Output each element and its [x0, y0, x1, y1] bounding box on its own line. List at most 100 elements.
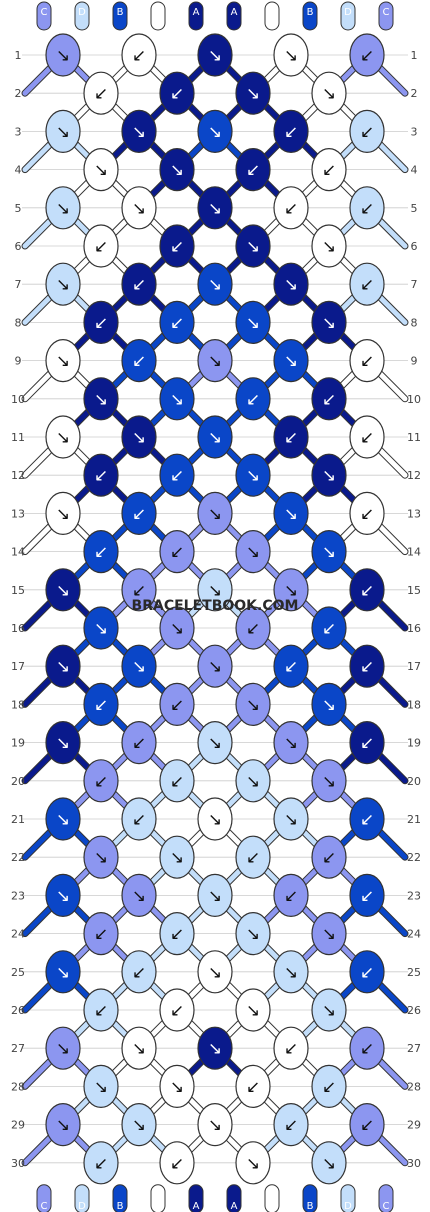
knot [159, 988, 195, 1032]
strand-label-bottom: E [269, 1201, 275, 1212]
knot [311, 148, 347, 192]
knot-direction-arrow: ↘ [208, 352, 222, 372]
row-label-right: 18 [407, 698, 421, 711]
knot-direction-arrow: ↙ [94, 925, 108, 945]
knot-direction-arrow: ↘ [208, 581, 222, 601]
knot-direction-arrow: ↙ [170, 237, 184, 257]
knot-direction-arrow: ↘ [132, 428, 146, 448]
knot [349, 1102, 385, 1147]
knot-direction-arrow: ↘ [284, 963, 298, 983]
knot [349, 415, 385, 459]
knot [159, 606, 195, 650]
knot-direction-arrow: ↘ [246, 543, 260, 563]
strand-label-bottom: E [155, 1201, 161, 1212]
strand-cap-top [264, 1, 280, 31]
knot-direction-arrow: ↙ [360, 963, 374, 983]
knot [121, 1102, 157, 1147]
strand-label-top: A [193, 7, 200, 18]
knot [311, 453, 347, 497]
knot [349, 720, 385, 765]
knot [159, 835, 195, 879]
row-label-left: 26 [11, 1004, 25, 1017]
knot [159, 453, 195, 497]
row-label-right: 10 [407, 393, 421, 406]
strand-label-bottom: A [231, 1201, 238, 1212]
knot [121, 33, 157, 77]
knot-direction-arrow: ↘ [132, 657, 146, 677]
knot [159, 71, 195, 115]
strand-cap-top [378, 1, 394, 31]
knot-direction-arrow: ↙ [94, 772, 108, 792]
knot [45, 186, 81, 230]
row-label-right: 27 [407, 1042, 421, 1055]
strand-cap-bottom [36, 1184, 52, 1212]
knot-direction-arrow: ↘ [246, 1001, 260, 1021]
knot [159, 682, 195, 727]
knot-direction-arrow: ↘ [246, 237, 260, 257]
row-label-left: 24 [11, 928, 25, 941]
knot-direction-arrow: ↘ [322, 543, 336, 563]
knot-direction-arrow: ↙ [360, 275, 374, 295]
row-label-right: 19 [407, 737, 421, 750]
knot-direction-arrow: ↘ [170, 848, 184, 868]
knot [121, 644, 157, 688]
strand-cap-bottom [112, 1184, 128, 1212]
knot [349, 491, 385, 536]
knot [197, 491, 233, 536]
strand-label-bottom: D [344, 1201, 352, 1212]
knot-direction-arrow: ↘ [322, 237, 336, 257]
knot-direction-arrow: ↘ [208, 810, 222, 830]
knot-direction-arrow: ↘ [170, 390, 184, 410]
knot [83, 835, 119, 879]
knot [197, 339, 233, 383]
row-label-left: 16 [11, 622, 25, 635]
knot-direction-arrow: ↘ [284, 734, 298, 754]
knot [311, 377, 347, 421]
knot-direction-arrow: ↘ [208, 122, 222, 142]
knot [83, 606, 119, 650]
knot-direction-arrow: ↙ [94, 543, 108, 563]
knot-direction-arrow: ↙ [132, 963, 146, 983]
strand-label-top: D [78, 7, 86, 18]
knot-direction-arrow: ↘ [246, 466, 260, 486]
knot [273, 720, 309, 765]
knot-direction-arrow: ↙ [360, 504, 374, 524]
knot-direction-arrow: ↙ [322, 848, 336, 868]
knot-direction-arrow: ↙ [360, 199, 374, 219]
knot-direction-arrow: ↙ [284, 122, 298, 142]
row-label-left: 4 [15, 164, 22, 177]
knot-direction-arrow: ↘ [246, 313, 260, 333]
strand-cap-bottom [150, 1184, 166, 1212]
strand-label-top: A [231, 7, 238, 18]
strand-cap-bottom [188, 1184, 204, 1212]
row-label-right: 5 [411, 202, 418, 215]
knot-direction-arrow: ↘ [56, 46, 70, 66]
knot [45, 1102, 81, 1147]
row-label-left: 17 [11, 660, 25, 673]
knot [197, 720, 233, 765]
knot-direction-arrow: ↙ [132, 275, 146, 295]
knot-direction-arrow: ↘ [284, 810, 298, 830]
knot-direction-arrow: ↙ [246, 848, 260, 868]
knot [83, 911, 119, 956]
knot [311, 988, 347, 1032]
row-label-left: 25 [11, 966, 25, 979]
knot [349, 568, 385, 612]
knot-direction-arrow: ↙ [360, 122, 374, 142]
knot-direction-arrow: ↘ [322, 466, 336, 486]
knot-direction-arrow: ↘ [56, 428, 70, 448]
knot [311, 606, 347, 650]
knot-direction-arrow: ↘ [246, 925, 260, 945]
knot-direction-arrow: ↘ [56, 657, 70, 677]
knot-direction-arrow: ↙ [132, 46, 146, 66]
knot [235, 529, 271, 574]
knot [349, 33, 385, 77]
knot-direction-arrow: ↘ [208, 1039, 222, 1059]
knot [311, 71, 347, 115]
row-label-right: 21 [407, 813, 421, 826]
knot-direction-arrow: ↙ [132, 734, 146, 754]
knot-direction-arrow: ↙ [94, 466, 108, 486]
knot-direction-arrow: ↘ [208, 657, 222, 677]
row-label-right: 12 [407, 469, 421, 482]
